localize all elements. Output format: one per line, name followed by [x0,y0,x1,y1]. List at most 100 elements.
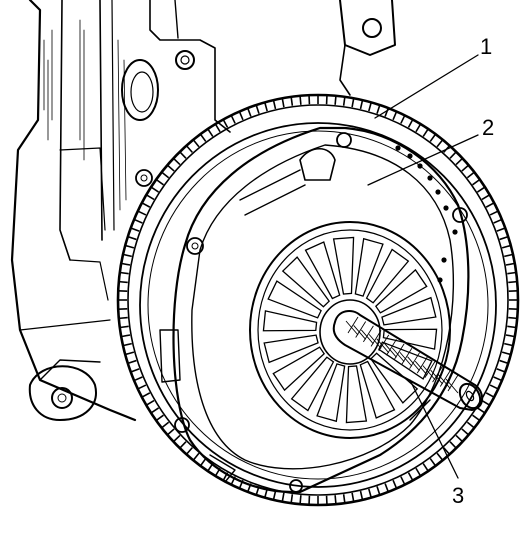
callout-3: 3 [452,483,464,508]
gear-tooth [436,452,444,461]
pressure-plate-cover [159,126,470,494]
rivet-hole [441,257,447,263]
spring-finger [272,346,326,392]
knurl-line [445,378,459,394]
gear-tooth [505,262,515,266]
spring-finger [378,341,433,380]
gear-tooth [415,467,422,477]
gear-tooth [508,280,518,284]
gear-tooth [299,495,302,505]
gear-tooth [368,488,372,498]
gear-tooth [493,376,503,382]
spring-finger [345,365,368,424]
spring-finger [304,241,341,300]
gear-tooth [496,368,506,373]
gear-tooth [299,95,302,105]
gear-tooth [145,399,155,406]
gear-tooth [133,218,143,224]
knurl-line [393,343,405,361]
spring-finger [332,236,355,295]
knurl-line [437,374,451,389]
knurl-line [424,361,436,378]
gear-tooth [392,111,398,121]
gear-tooth [246,107,252,117]
knurl-line [370,330,382,347]
gear-tooth [485,202,495,208]
gear-tooth [127,359,137,365]
spring-finger [262,310,318,332]
gear-tooth [124,351,135,356]
rivet-hole [417,163,423,169]
spring-finger [382,328,438,350]
gear-tooth [493,218,503,224]
gear-tooth [489,210,499,216]
rivet-hole [407,153,413,159]
knurl-line [347,316,359,334]
gear-tooth [504,253,514,258]
knurl-line [439,370,451,387]
gear-tooth [351,492,355,502]
knurl-line [391,347,405,363]
gear-teeth [118,95,518,505]
gear-tooth [485,392,495,398]
gear-tooth [359,99,364,110]
gear-tooth [179,441,187,449]
spring-finger [316,363,346,423]
gear-tooth [455,434,464,443]
gear-tooth [481,194,491,201]
gear-tooth [290,494,294,504]
gear-tooth [121,262,131,266]
gear-tooth [172,157,181,166]
gear-tooth [342,494,346,504]
gear-tooth [342,96,346,106]
leader-line-2 [367,134,479,186]
gear-tooth [119,325,129,329]
knurl-line [447,374,459,392]
knurl-line [386,339,397,356]
spring-finger [267,280,322,319]
gear-tooth [429,133,437,142]
gear-tooth [192,452,200,461]
knurl-line [368,334,382,349]
gear-tooth [443,447,451,455]
gear-tooth [161,421,170,429]
gear-tooth [501,244,512,249]
rivet-hole [427,175,433,181]
gear-tooth [199,458,207,467]
cover-rivet-holes [395,145,458,283]
spring-finger [365,248,410,304]
gear-tooth [150,186,160,193]
gear-tooth [472,414,481,422]
gear-tooth [272,99,277,110]
gear-tooth [161,171,170,179]
gear-tooth [422,128,429,137]
gear-tooth [172,434,181,443]
gear-tooth [155,414,164,422]
flywheel-disc [139,122,497,488]
gear-tooth [137,384,147,390]
gear-tooth [150,407,160,414]
gear-tooth [199,133,207,142]
knurl-line [422,365,436,380]
gear-tooth [449,151,457,159]
knurl-line [345,320,359,336]
gear-tooth [461,164,470,172]
knurl-line [432,365,443,383]
knurl-line [376,338,390,354]
rivet-hole [452,229,458,235]
gear-tooth [415,123,422,133]
gear-tooth [461,428,470,436]
gear-tooth [130,227,140,232]
gear-tooth [489,384,499,390]
gear-tooth [422,463,429,472]
spring-finger [281,256,330,308]
gear-tooth [334,495,337,505]
gear-tooth [376,104,381,114]
gear-tooth [508,316,518,320]
gear-tooth [476,186,486,193]
gear-tooth [124,244,135,249]
knurl-line [409,352,420,369]
gear-tooth [127,235,137,241]
gear-tooth [118,316,128,320]
spring-finger [354,237,384,297]
